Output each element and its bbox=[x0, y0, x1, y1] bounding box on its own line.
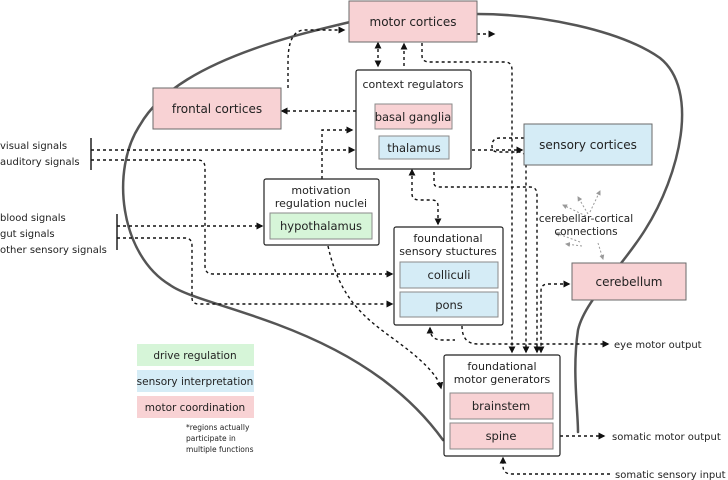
pons-box bbox=[399, 291, 499, 318]
brainstem-box bbox=[449, 392, 554, 420]
gray-arrow-3 bbox=[562, 204, 587, 217]
gray-arrow-1 bbox=[589, 190, 601, 213]
output-somatic-motor: somatic motor output bbox=[612, 432, 721, 443]
legend-motor-swatch bbox=[137, 396, 254, 418]
motor-cortices-box bbox=[348, 0, 478, 43]
legend-motor-label: motor coordination bbox=[145, 402, 245, 414]
sensory-cortices-label: sensory cortices bbox=[539, 138, 637, 152]
input-somatic-sensory: somatic sensory input bbox=[615, 470, 726, 480]
footnote-line1: *regions actually bbox=[186, 423, 250, 432]
input-visual-signals: visual signals bbox=[0, 141, 67, 152]
connector-sensory-generators bbox=[426, 326, 455, 341]
basal-ganglia-label: basal ganglia bbox=[375, 110, 452, 124]
foundational-motor-line2: motor generators bbox=[454, 373, 551, 386]
input-blood-signals: blood signals bbox=[0, 213, 66, 224]
legend: drive regulation sensory interpretation … bbox=[137, 344, 254, 418]
motor-cortices-label: motor cortices bbox=[370, 15, 457, 29]
spine-box bbox=[449, 422, 554, 450]
connector-layer bbox=[91, 26, 610, 475]
connector-motor-to-generators bbox=[421, 43, 516, 354]
colliculi-box bbox=[399, 261, 499, 289]
connector-other-to-pons bbox=[117, 237, 394, 308]
cerebellar-cortical-line1: cerebellar-cortical bbox=[539, 213, 633, 225]
cerebellum-label: cerebellum bbox=[596, 275, 663, 289]
frontal-cortices-label: frontal cortices bbox=[172, 102, 262, 116]
gray-arrow-6 bbox=[597, 242, 605, 260]
legend-sensory-swatch bbox=[137, 370, 254, 392]
colliculi-label: colliculi bbox=[428, 268, 471, 282]
input-brackets bbox=[90, 138, 118, 250]
motivation-title-line1: motivation bbox=[291, 184, 350, 197]
context-regulators-title: context regulators bbox=[362, 78, 463, 91]
thalamus-box bbox=[378, 135, 450, 160]
gray-arrow-2 bbox=[577, 196, 589, 215]
connector-motivation-to-context bbox=[321, 126, 354, 179]
connector-frontal-to-motor bbox=[287, 26, 346, 88]
connector-context-foundational-sensory bbox=[408, 168, 442, 226]
foundational-sensory-line1: foundational bbox=[413, 232, 482, 245]
frontal-cortices-box bbox=[152, 87, 282, 130]
legend-drive-label: drive regulation bbox=[153, 350, 236, 362]
cerebellar-cortical-line2: connections bbox=[554, 226, 617, 238]
connector-cerebellum-generators bbox=[537, 280, 571, 354]
pons-label: pons bbox=[435, 298, 463, 312]
sensory-cortices-box bbox=[523, 123, 653, 166]
footnote-line3: multiple functions bbox=[186, 445, 254, 454]
foundational-sensory-line2: sensory stuctures bbox=[399, 245, 497, 258]
basal-ganglia-box bbox=[374, 103, 453, 130]
connector-somatic-input-to-generators bbox=[499, 456, 610, 475]
input-auditory-signals: auditory signals bbox=[0, 157, 80, 168]
cerebellar-cortical-arrows bbox=[555, 190, 605, 260]
thalamus-label: thalamus bbox=[387, 141, 441, 155]
legend-drive-swatch bbox=[137, 344, 254, 366]
foundational-motor-line1: foundational bbox=[467, 360, 536, 373]
brainstem-label: brainstem bbox=[472, 399, 530, 413]
hypothalamus-label: hypothalamus bbox=[280, 219, 362, 233]
legend-sensory-label: sensory interpretation bbox=[137, 376, 254, 388]
cerebellum-box bbox=[571, 262, 687, 301]
brain-outline bbox=[121, 12, 684, 442]
connector-auditory-to-colliculi bbox=[91, 159, 394, 278]
gray-arrow-4 bbox=[555, 232, 581, 243]
motivation-title-line2: regulation nuclei bbox=[275, 197, 367, 210]
input-gut-signals: gut signals bbox=[0, 229, 55, 240]
output-eye-motor: eye motor output bbox=[614, 340, 702, 351]
connector-sensory-to-eye-output bbox=[461, 325, 610, 348]
input-other-sensory-signals: other sensory signals bbox=[0, 245, 107, 256]
gray-arrow-5 bbox=[565, 242, 583, 247]
hypothalamus-box bbox=[269, 212, 373, 240]
connector-hypothalamus-to-generators bbox=[327, 245, 444, 390]
spine-label: spine bbox=[486, 429, 517, 443]
footnote-line2: participate in bbox=[186, 434, 236, 443]
